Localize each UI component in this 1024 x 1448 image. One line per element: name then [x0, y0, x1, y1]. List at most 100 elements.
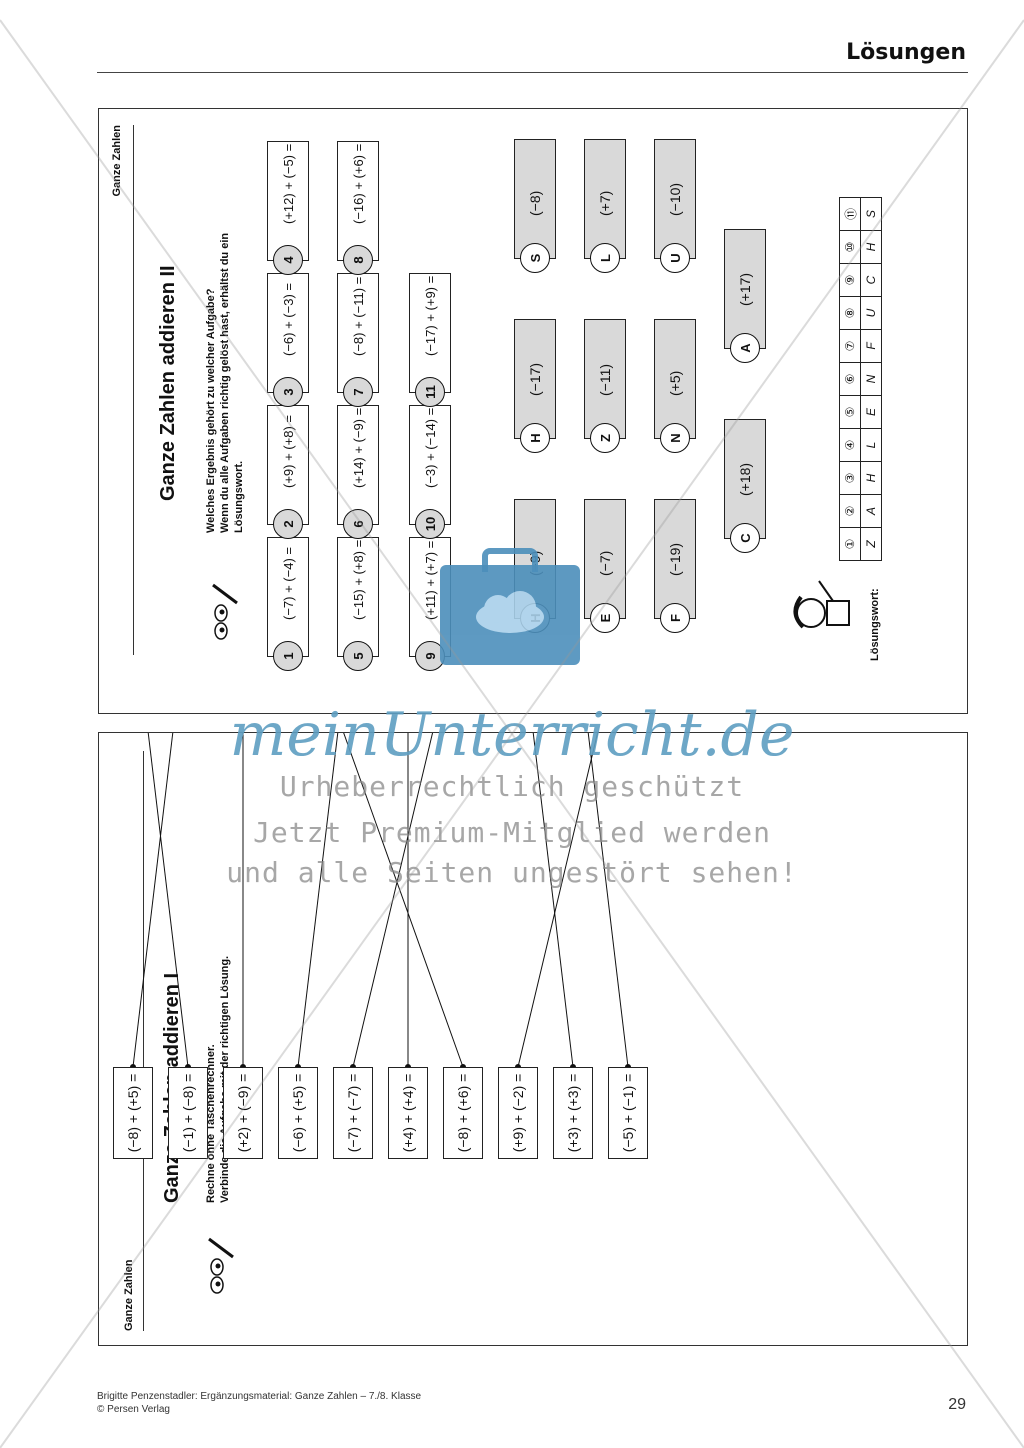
solution-number-cell: ⑪	[839, 197, 861, 231]
page-number: 29	[948, 1396, 966, 1413]
worksheet-1-content: Ganze Zahlen Ganze Zahlen addieren I Rec…	[99, 733, 967, 1345]
answer-box: (−8)	[514, 139, 556, 259]
problem-box: (+12) + (−5) =	[267, 141, 309, 261]
worksheet-1-panel: Ganze Zahlen Ganze Zahlen addieren I Rec…	[98, 732, 968, 1346]
answer-box: (+5)	[654, 319, 696, 439]
answer-value: (−19)	[667, 542, 683, 576]
problem-box: (−8) + (−11) =	[337, 273, 379, 393]
connection-line	[517, 733, 629, 1068]
answer-letter-badge: Z	[590, 423, 620, 453]
solution-letter-cell: L	[860, 428, 882, 462]
problem-expression: (−8) + (−11) =	[350, 276, 366, 356]
footer-line-1: Brigitte Penzenstadler: Ergänzungsmateri…	[97, 1391, 422, 1402]
answer-value: (−10)	[667, 182, 683, 216]
problem-expression: (−15) + (+8) =	[350, 539, 366, 620]
answer-letter-badge: E	[590, 603, 620, 633]
problem-box: (+3) + (+3) =	[553, 1067, 593, 1159]
problem-box: (−5) + (−1) =	[608, 1067, 648, 1159]
problem-number-badge: 6	[343, 509, 373, 539]
problem-expression: (−1) + (−8) =	[180, 1073, 196, 1153]
problem-box: (+9) + (−2) =	[498, 1067, 538, 1159]
solution-number-cell: ③	[839, 461, 861, 495]
answer-box: (+7)	[584, 139, 626, 259]
problem-number-badge: 4	[273, 245, 303, 275]
problem-expression: (+14) + (−9) =	[350, 407, 366, 488]
problem-expression: (−3) + (−14) =	[422, 407, 438, 488]
problem-box: (+14) + (−9) =	[337, 405, 379, 525]
answer-box: (−19)	[654, 499, 696, 619]
problem-number-badge: 3	[273, 377, 303, 407]
header-rule	[97, 72, 968, 73]
solution-letter-cell: C	[860, 263, 882, 297]
problem-box: (−15) + (+8) =	[337, 537, 379, 657]
solution-number-cell: ⑥	[839, 362, 861, 396]
worksheet-2-title: Ganze Zahlen addieren II	[157, 265, 179, 501]
problem-box: (+2) + (−9) =	[223, 1067, 263, 1159]
solution-number-cell: ①	[839, 527, 861, 561]
answer-value: (−7)	[597, 550, 613, 576]
answer-box: (+18)	[724, 419, 766, 539]
page-header-title: Lösungen	[846, 40, 966, 65]
problem-expression: (−17) + (+9) =	[422, 275, 438, 356]
problem-expression: (−6) + (+5) =	[290, 1073, 306, 1153]
connection-line	[352, 733, 464, 1068]
footer-line-2: © Persen Verlag	[97, 1404, 170, 1415]
answer-letter-badge: N	[660, 423, 690, 453]
solution-word-label: Lösungswort:	[869, 588, 881, 661]
worksheet-1-icons	[203, 1237, 239, 1297]
answer-value: (+17)	[737, 272, 753, 306]
solution-letter-cell: N	[860, 362, 882, 396]
answer-value: (−17)	[527, 362, 543, 396]
problem-box: (+9) + (+8) =	[267, 405, 309, 525]
problem-box: (−3) + (−14) =	[409, 405, 451, 525]
eyes-pencil-icon	[208, 1237, 234, 1294]
problem-expression: (+9) + (+8) =	[280, 415, 296, 488]
answer-letter-badge: A	[730, 333, 760, 363]
footer-credit: Brigitte Penzenstadler: Ergänzungsmateri…	[97, 1390, 421, 1416]
solution-number-cell: ⑦	[839, 329, 861, 363]
worksheet-2-instruction-1: Welches Ergebnis gehört zu welcher Aufga…	[205, 288, 217, 534]
problem-expression: (+2) + (−9) =	[235, 1073, 251, 1153]
worksheet-2-instruction-2: Wenn du alle Aufgaben richtig gelöst has…	[219, 232, 231, 533]
problem-number-badge: 5	[343, 641, 373, 671]
solution-letter-cell: H	[860, 461, 882, 495]
answer-box: (−17)	[514, 319, 556, 439]
problem-box: (−16) + (+6) =	[337, 141, 379, 261]
problem-box: (−6) + (+5) =	[278, 1067, 318, 1159]
answer-value: (+7)	[597, 190, 613, 216]
problem-number-badge: 1	[273, 641, 303, 671]
problem-expression: (−7) + (−4) =	[280, 547, 296, 620]
worksheet-2-content: Ganze Zahlen Ganze Zahlen addieren II We…	[99, 109, 967, 713]
problem-expression: (−7) + (−7) =	[345, 1073, 361, 1153]
answer-letter-badge: S	[520, 243, 550, 273]
problem-expression: (−16) + (+6) =	[350, 143, 366, 224]
answer-value: (+5)	[667, 370, 683, 396]
solution-letter-cell: S	[860, 197, 882, 231]
solution-number-cell: ②	[839, 494, 861, 528]
answer-box: (−10)	[654, 139, 696, 259]
problem-expression: (+4) + (+4) =	[400, 1073, 416, 1153]
solution-letter-cell: F	[860, 329, 882, 363]
connection-line	[132, 733, 189, 1068]
worksheet-2-subject-rule	[133, 125, 134, 655]
problem-box: (−8) + (+6) =	[443, 1067, 483, 1159]
problem-expression: (+11) + (+7) =	[422, 540, 438, 620]
connection-line	[297, 733, 354, 1068]
watermark-brand: meinUnterricht.de	[229, 700, 795, 770]
problem-number-badge: 2	[273, 509, 303, 539]
worksheet-2-instruction-3: Lösungswort.	[233, 460, 245, 533]
boy-illustration	[793, 580, 850, 629]
answer-box: (+17)	[724, 229, 766, 349]
solution-number-cell: ⑧	[839, 296, 861, 330]
watermark-line-3: und alle Seiten ungestört sehen!	[226, 856, 798, 889]
problem-expression: (+3) + (+3) =	[565, 1073, 581, 1153]
answer-letter-badge: L	[590, 243, 620, 273]
connection-line	[572, 733, 629, 1068]
solution-letter-cell: H	[860, 230, 882, 264]
eyes-pencil-icon	[212, 583, 238, 640]
problem-box: (+4) + (+4) =	[388, 1067, 428, 1159]
answer-letter-badge: C	[730, 523, 760, 553]
problem-number-badge: 7	[343, 377, 373, 407]
answer-value: (+18)	[737, 462, 753, 496]
